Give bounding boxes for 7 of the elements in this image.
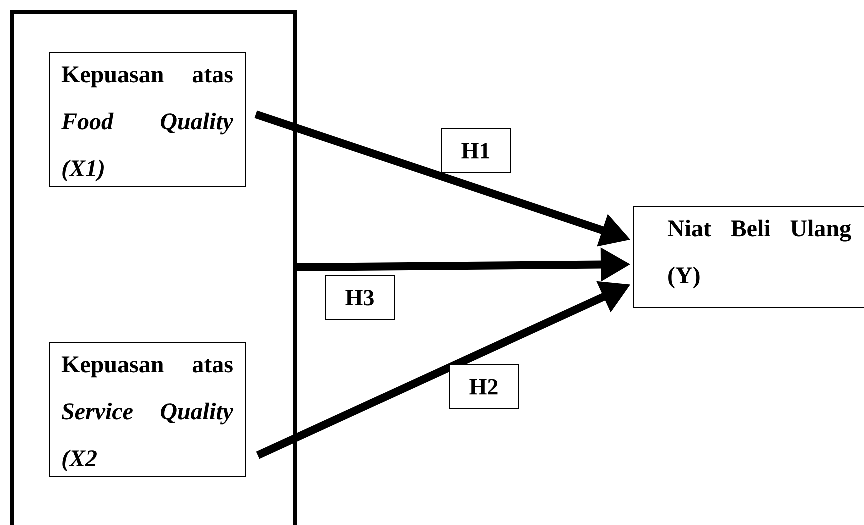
- hypothesis-label: H1: [441, 128, 511, 174]
- group-box: [10, 10, 297, 525]
- variable-box: Kepuasan atas Service Quality (X2: [49, 342, 246, 477]
- variable-box: Niat Beli Ulang (Y): [633, 206, 864, 308]
- variable-box: Kepuasan atas Food Quality (X1): [49, 52, 246, 187]
- hypothesis-label: H3: [325, 276, 395, 320]
- hypothesis-label: H2: [449, 364, 519, 410]
